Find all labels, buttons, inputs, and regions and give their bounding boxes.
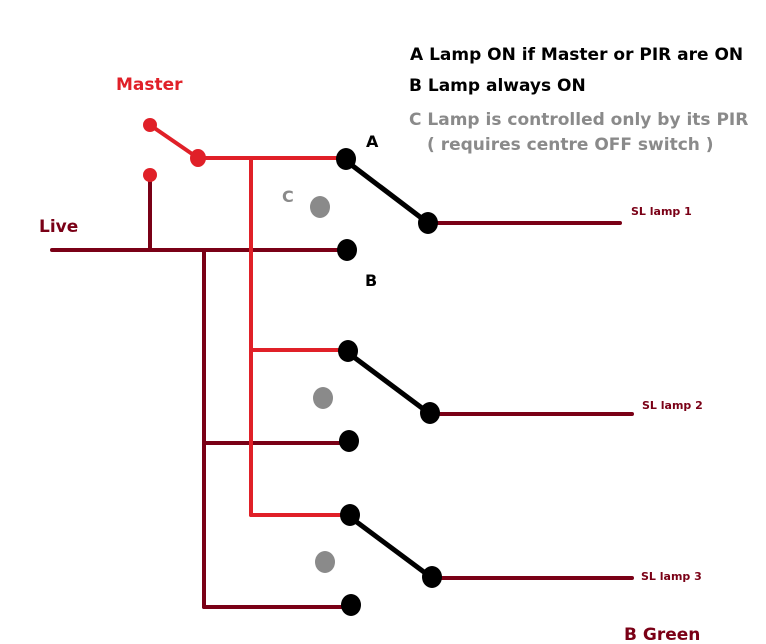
switch-3-terminal-b <box>341 594 361 616</box>
switch-3-terminal-common <box>422 566 442 588</box>
master-terminal-top <box>143 118 157 132</box>
master-label: Master <box>116 75 183 95</box>
legend-line-b: B Lamp always ON <box>409 76 586 96</box>
master-terminal-live <box>143 168 157 182</box>
legend-line-c: C Lamp is controlled only by its PIR <box>409 110 749 130</box>
switch-2-centre-off <box>313 387 333 409</box>
legend-line-a: A Lamp ON if Master or PIR are ON <box>410 45 744 65</box>
lamp-1-label: SL lamp 1 <box>631 205 692 218</box>
switch-1-lever <box>342 157 431 226</box>
switch-1-centre-off <box>310 196 330 218</box>
master-switch-lever <box>148 123 200 160</box>
switch-1-terminal-common <box>418 212 438 234</box>
switch-1-terminal-a <box>336 148 356 170</box>
lamp-3-label: SL lamp 3 <box>641 570 702 583</box>
switch-1-terminal-b <box>337 239 357 261</box>
switch-2-lever <box>344 349 433 417</box>
switch-3-lever <box>347 514 435 581</box>
b-green-label: B Green <box>624 625 701 644</box>
live-label: Live <box>39 217 79 237</box>
lamp-2-label: SL lamp 2 <box>642 399 703 412</box>
legend-line-c-note: ( requires centre OFF switch ) <box>427 135 714 155</box>
terminal-b-label: B <box>365 271 378 290</box>
switch-2-terminal-a <box>338 340 358 362</box>
switch-2-terminal-b <box>339 430 359 452</box>
terminal-a-label: A <box>366 132 379 151</box>
master-terminal-pivot <box>190 149 206 167</box>
terminal-c-label: C <box>282 187 294 206</box>
switch-3-centre-off <box>315 551 335 573</box>
switch-2-terminal-common <box>420 402 440 424</box>
switch-3-terminal-a <box>340 504 360 526</box>
